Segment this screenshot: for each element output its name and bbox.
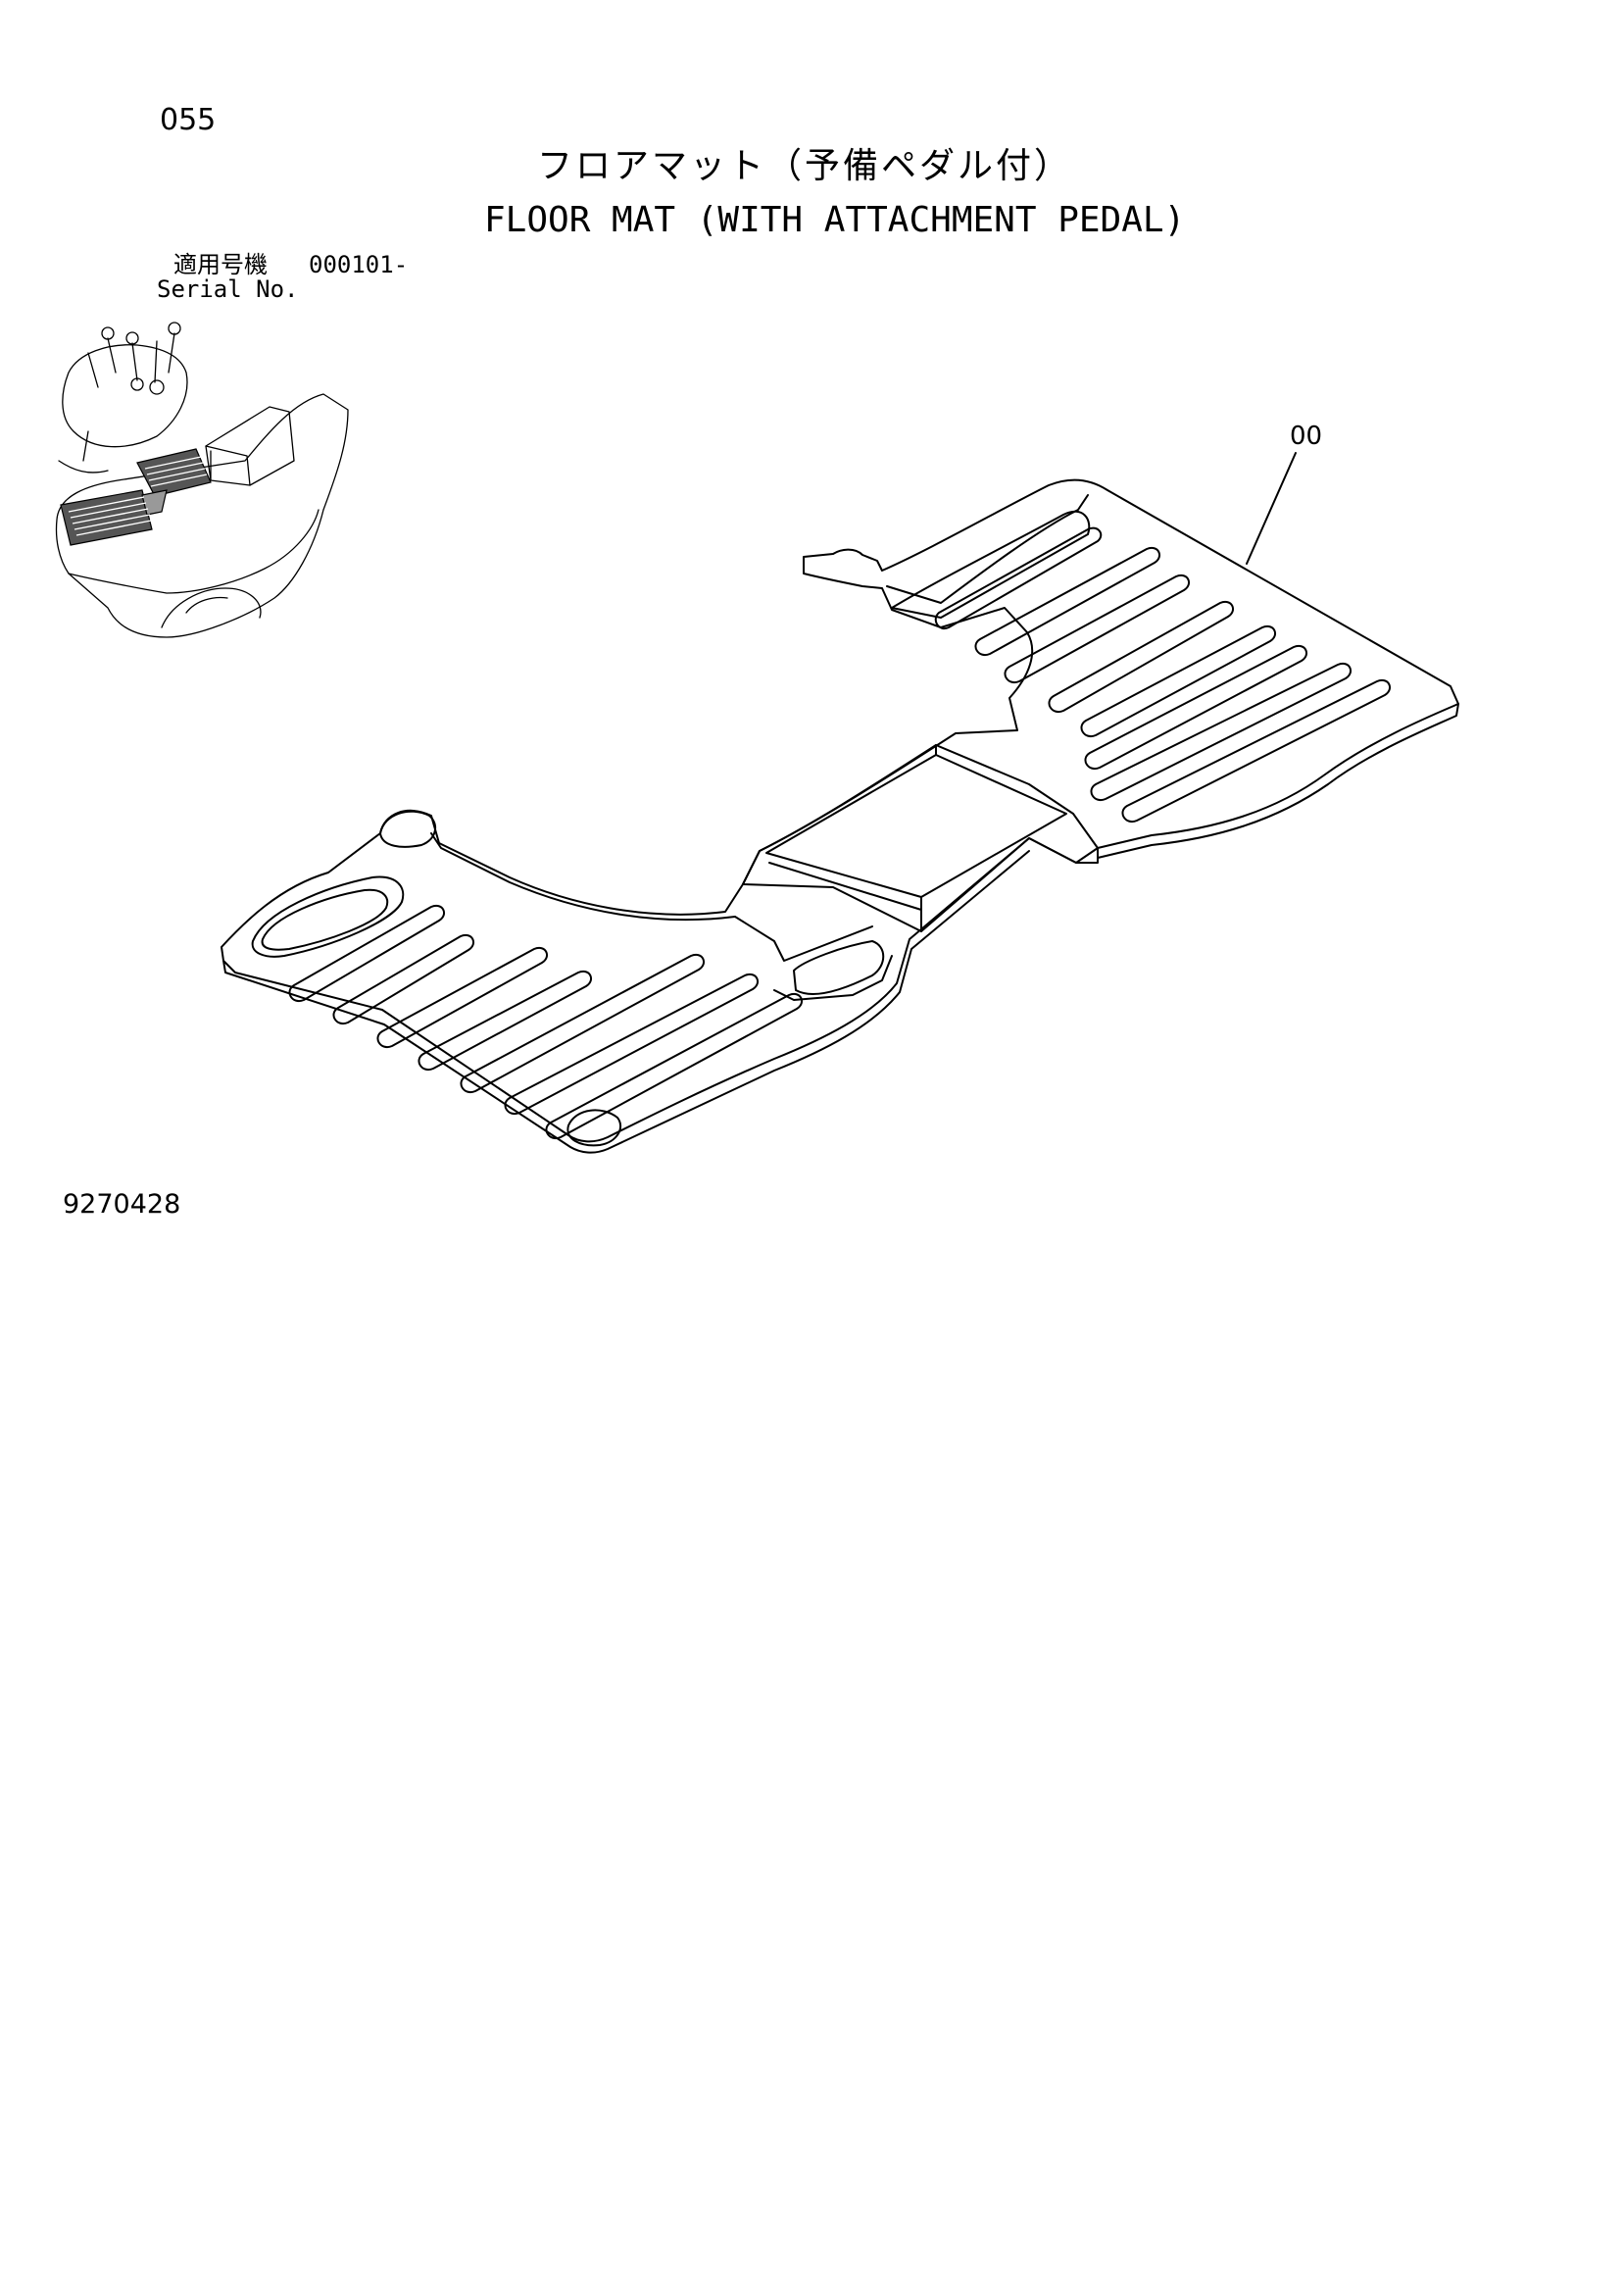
mat-center-bridge-top — [765, 754, 1067, 898]
cab-base-outline — [55, 393, 349, 638]
page-title-japanese: フロアマット（予備ペダル付） — [537, 146, 1073, 186]
rear-rib-6 — [1084, 644, 1308, 771]
lever-stand-outline — [62, 344, 188, 448]
cab-base-curve — [161, 587, 262, 628]
page-number: 055 — [160, 103, 217, 137]
front-rib-5 — [460, 953, 706, 1094]
rear-rib-3 — [1004, 574, 1191, 684]
cab-base-edge — [68, 509, 320, 594]
callout-leader-line — [1246, 452, 1297, 565]
rear-rib-2 — [974, 546, 1161, 657]
mat-rear-recess — [886, 494, 1089, 604]
lever-knob-2 — [125, 331, 139, 345]
serial-number-value: 000101- — [309, 251, 409, 278]
rear-rib-5 — [1080, 624, 1277, 738]
rear-rib-8 — [1121, 678, 1392, 824]
front-mat-ribs — [288, 904, 804, 1140]
seat-edges — [205, 445, 251, 486]
lever-knob-1 — [101, 326, 115, 340]
lever-knob-5 — [130, 377, 144, 391]
mat-center-bridge-edge — [768, 744, 937, 932]
mat-front-corner-pad — [251, 875, 405, 958]
rear-mat-ribs — [934, 526, 1392, 824]
mat-edge-thickness — [222, 850, 1030, 1154]
front-rib-7 — [545, 992, 804, 1140]
thumbnail-mat-bridge — [141, 489, 168, 516]
front-rib-1 — [288, 904, 446, 1003]
mat-rear-top-pad — [891, 510, 1091, 619]
mat-edge-thickness-right — [1097, 703, 1459, 859]
rear-rib-4 — [1048, 600, 1235, 714]
front-rib-3 — [376, 946, 549, 1049]
part-callout-label: 00 — [1290, 422, 1323, 451]
lever-knob-3 — [168, 322, 181, 335]
mat-front-pedal-pad — [793, 940, 885, 996]
mat-front-corner-pad-inner — [261, 888, 389, 951]
page-title-english: FLOOR MAT (WITH ATTACHMENT PEDAL) — [484, 200, 1186, 240]
thumbnail-mat-front-ribs — [68, 496, 152, 536]
serial-label-english: Serial No. — [157, 275, 299, 303]
lever-shafts — [87, 332, 175, 388]
lever-knob-4 — [149, 379, 165, 395]
rear-rib-7 — [1090, 662, 1352, 802]
thumbnail-mat-rear — [136, 448, 212, 497]
front-rib-2 — [332, 933, 475, 1025]
rear-rib-1 — [934, 526, 1103, 630]
lever-stand-lower — [58, 430, 109, 474]
serial-label-japanese: 適用号機 — [173, 251, 268, 278]
front-rib-4 — [418, 970, 593, 1072]
thumbnail-mat-front — [60, 489, 153, 546]
drawing-number: 9270428 — [63, 1189, 181, 1220]
mat-front-bottom-knob — [566, 1109, 622, 1147]
mat-front-corner-knob — [379, 810, 437, 848]
cab-base-curve-inner — [185, 596, 228, 614]
mat-center-bridge — [742, 744, 1099, 932]
thumbnail-mat-rear-ribs — [144, 456, 208, 487]
front-rib-6 — [504, 973, 760, 1116]
mat-front-recess-line — [430, 832, 873, 962]
